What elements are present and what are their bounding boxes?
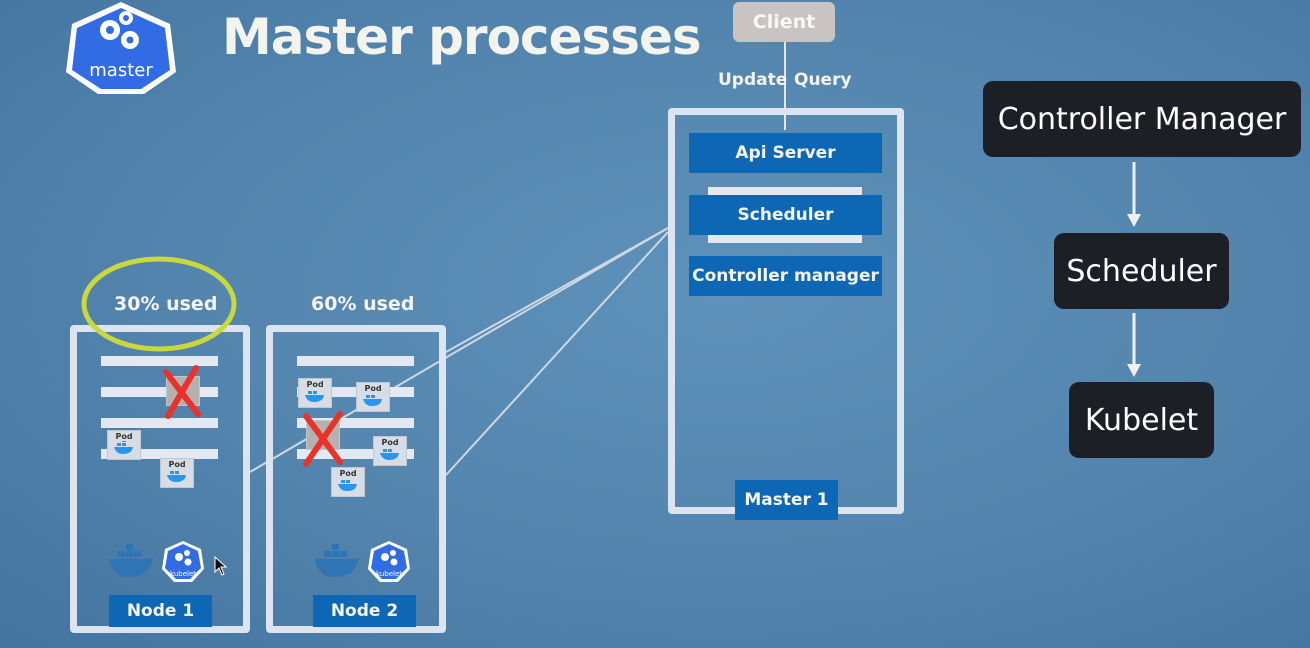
mouse-cursor-icon [214,555,228,580]
node2-master-connector [445,227,669,353]
node1-usage: 30% used [114,293,218,315]
node2-slot [297,449,414,459]
master-name-label: Master 1 [735,480,838,520]
query-label: Query [794,70,852,90]
kubelet-label: kubelet [376,570,402,578]
page-title: Master processes [222,8,702,66]
node2-slot [297,418,414,428]
kubernetes-master-logo: master [62,0,180,96]
pod-label: Pod [168,460,186,469]
pod-label: Pod [364,384,382,393]
pod-label: Pod [339,469,357,478]
pod-label: Pod [115,432,133,441]
flow-controller-manager: Controller Manager [983,81,1301,157]
client-box: Client [733,2,835,42]
pod-label: Pod [381,438,399,447]
flow-kubelet: Kubelet [1069,382,1214,458]
node2-name-label: Node 2 [313,595,416,627]
node2-master-connector-lower [445,231,669,476]
kubelet-icon: kubelet [161,540,205,588]
node1-slot [101,418,218,428]
removed-pod-icon [166,376,200,406]
node2-slot [297,356,414,366]
node2-slot [297,387,414,397]
logo-label: master [89,60,153,81]
pod-icon: Pod [160,458,194,488]
removed-pod-icon [306,420,340,450]
flow-scheduler: Scheduler [1054,233,1229,309]
node2-usage: 60% used [311,293,415,315]
node1-slot [101,449,218,459]
update-label: Update [718,70,788,90]
pod-icon: Pod [298,378,332,408]
node1-name-label: Node 1 [109,595,212,627]
pod-icon: Pod [107,430,141,460]
arrow-down-icon [1127,313,1141,377]
node2-box [266,325,446,633]
docker-icon [108,543,154,583]
scheduler-box: Scheduler [689,195,882,235]
pod-icon: Pod [356,382,390,412]
node1-slot [101,387,218,397]
controller-manager-box: Controller manager [689,256,882,296]
docker-icon [314,543,360,583]
arrow-down-icon [1127,162,1141,227]
pod-icon: Pod [373,436,407,466]
pod-icon: Pod [331,467,365,497]
node1-slot [101,356,218,366]
kubelet-label: kubelet [170,570,196,578]
kubelet-icon: kubelet [367,540,411,588]
gear-cluster-icon [100,11,139,49]
api-server-box: Api Server [689,133,882,173]
pod-label: Pod [306,380,324,389]
